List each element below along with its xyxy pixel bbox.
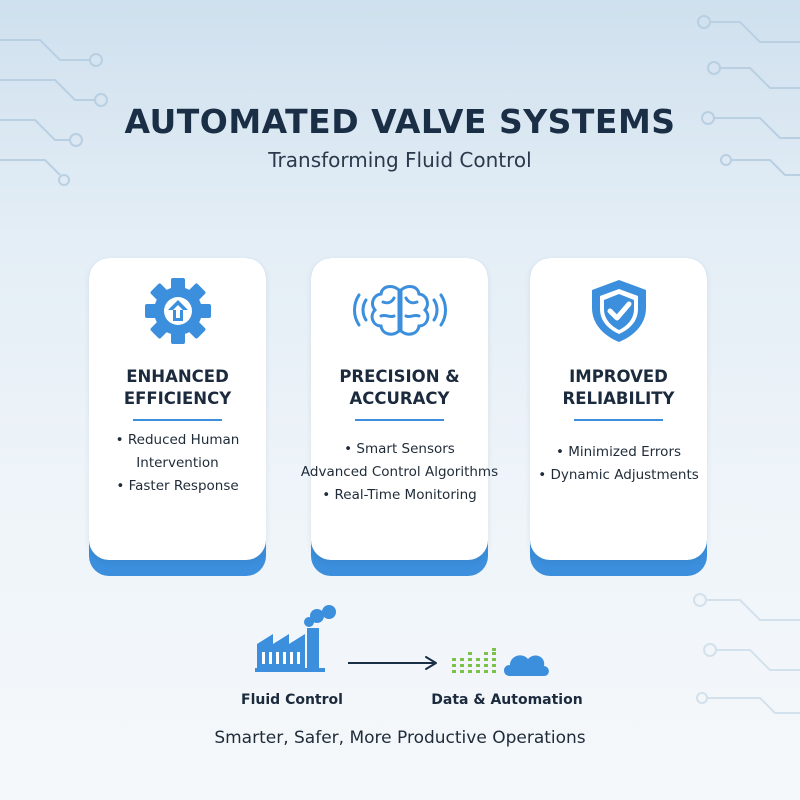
- card-title-line: RELIABILITY: [562, 389, 675, 408]
- list-item: Advanced Control Algorithms: [300, 464, 499, 480]
- circuit-decoration-right: [697, 15, 800, 176]
- data-automation-label: Data & Automation: [431, 692, 583, 708]
- arrow-right-icon: [348, 656, 437, 670]
- card-enhanced-efficiency: ENHANCED EFFICIENCY • Reduced Human Inte…: [89, 258, 266, 576]
- card-feature-list: • Reduced Human Intervention • Faster Re…: [77, 429, 278, 498]
- brain-icon: [352, 285, 447, 336]
- card-title-line: PRECISION &: [339, 367, 460, 386]
- list-item: • Faster Response: [116, 478, 239, 494]
- circuit-decoration-bottom-right: [693, 593, 800, 714]
- tagline: Smarter, Safer, More Productive Operatio…: [214, 728, 586, 748]
- card-title-line: ACCURACY: [349, 389, 450, 408]
- card-divider: [574, 419, 663, 421]
- fluid-control-label: Fluid Control: [241, 692, 343, 708]
- card-improved-reliability: IMPROVED RELIABILITY • Minimized Errors …: [530, 258, 707, 576]
- list-item: • Dynamic Adjustments: [538, 467, 699, 483]
- page-subtitle: Transforming Fluid Control: [268, 148, 532, 172]
- list-item: • Smart Sensors: [344, 441, 455, 457]
- card-feature-list: • Minimized Errors • Dynamic Adjustments: [518, 441, 719, 487]
- data-cloud-icon: [452, 648, 549, 676]
- card-feature-list: • Smart Sensors Advanced Control Algorit…: [299, 438, 500, 507]
- list-item: • Minimized Errors: [555, 444, 682, 460]
- page-title: AUTOMATED VALVE SYSTEMS: [124, 102, 676, 141]
- card-title-line: IMPROVED: [569, 367, 668, 386]
- card-divider: [133, 419, 222, 421]
- gear-upgrade-icon: [144, 278, 211, 344]
- factory-icon: [255, 605, 336, 672]
- card-title-line: EFFICIENCY: [123, 389, 232, 408]
- card-title-line: ENHANCED: [126, 367, 229, 386]
- list-item: Intervention: [136, 455, 219, 471]
- circuit-decoration-left: [0, 39, 108, 186]
- shield-check-icon: [591, 280, 646, 342]
- card-divider: [355, 419, 444, 421]
- card-precision-accuracy: PRECISION & ACCURACY • Smart Sensors Adv…: [301, 258, 498, 576]
- list-item: • Reduced Human: [115, 432, 240, 448]
- list-item: • Real-Time Monitoring: [322, 487, 477, 503]
